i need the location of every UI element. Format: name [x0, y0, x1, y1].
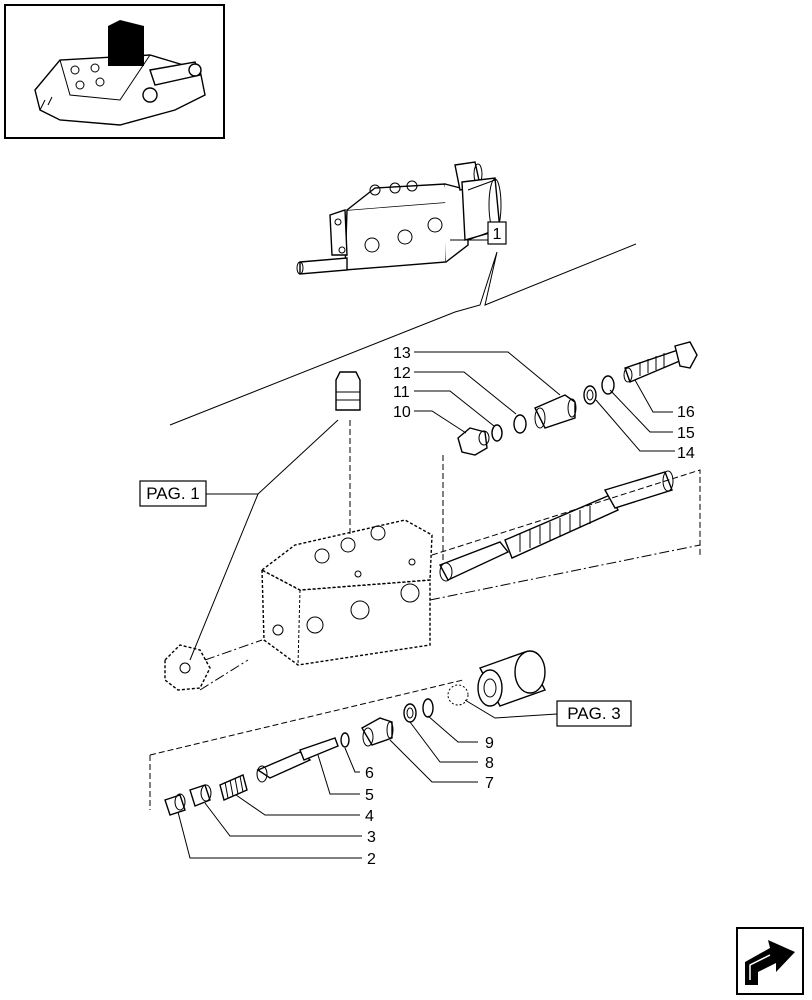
part-7-drawing [361, 717, 394, 747]
part-13-drawing [534, 394, 577, 429]
callout-6: 6 [365, 765, 374, 782]
callout-2: 2 [367, 851, 376, 868]
valve-body-drawing [260, 519, 433, 666]
next-page-arrow-icon[interactable] [736, 927, 804, 995]
thumbnail-frame[interactable] [4, 4, 225, 139]
leader-lines-upper [414, 351, 675, 452]
part-2-drawing [164, 793, 186, 816]
reference-pag-1-text: PAG. 1 [146, 484, 200, 503]
callout-13: 13 [393, 345, 411, 362]
reference-pag-3[interactable]: PAG. 3 [556, 700, 632, 727]
callout-7: 7 [485, 775, 494, 792]
fitting-top-drawing [335, 371, 361, 411]
part-16-drawing [623, 341, 698, 383]
part-11-drawing [491, 424, 503, 442]
callout-10: 10 [393, 404, 411, 421]
spool-drawing [439, 470, 674, 582]
part-15-drawing [601, 375, 615, 395]
callout-labels: 13 12 11 10 16 15 14 9 8 7 6 5 4 3 2 [365, 345, 695, 868]
part-6-drawing [340, 732, 350, 748]
leader-lines-lower [177, 715, 478, 859]
reference-pag-1[interactable]: PAG. 1 [139, 480, 207, 507]
part-12-drawing [513, 414, 527, 434]
callout-12: 12 [393, 365, 411, 382]
side-cover-drawing [164, 644, 211, 691]
callout-4: 4 [365, 808, 374, 825]
cylinder-drawing [447, 650, 546, 707]
callout-9: 9 [485, 735, 494, 752]
part-9-drawing [422, 698, 434, 718]
callout-8: 8 [485, 755, 494, 772]
callout-5: 5 [365, 787, 374, 804]
assembly-separator-line [169, 243, 637, 426]
callout-11: 11 [393, 384, 410, 401]
part-8-drawing [403, 703, 417, 723]
callout-14: 14 [677, 445, 695, 462]
callout-3: 3 [367, 829, 376, 846]
callout-16: 16 [677, 404, 695, 421]
part-5-drawing [256, 737, 339, 783]
part-3-drawing [189, 784, 212, 807]
callout-15: 15 [677, 425, 695, 442]
callout-1-text: 1 [493, 226, 502, 243]
part-10-drawing [457, 427, 490, 456]
tractor-lift-thumbnail-icon [34, 20, 206, 126]
reference-pag-3-text: PAG. 3 [567, 704, 621, 723]
callout-1[interactable]: 1 [450, 221, 507, 245]
part-4-drawing [219, 774, 248, 801]
valve-assembly-drawing [296, 161, 502, 275]
part-14-drawing [583, 385, 597, 405]
